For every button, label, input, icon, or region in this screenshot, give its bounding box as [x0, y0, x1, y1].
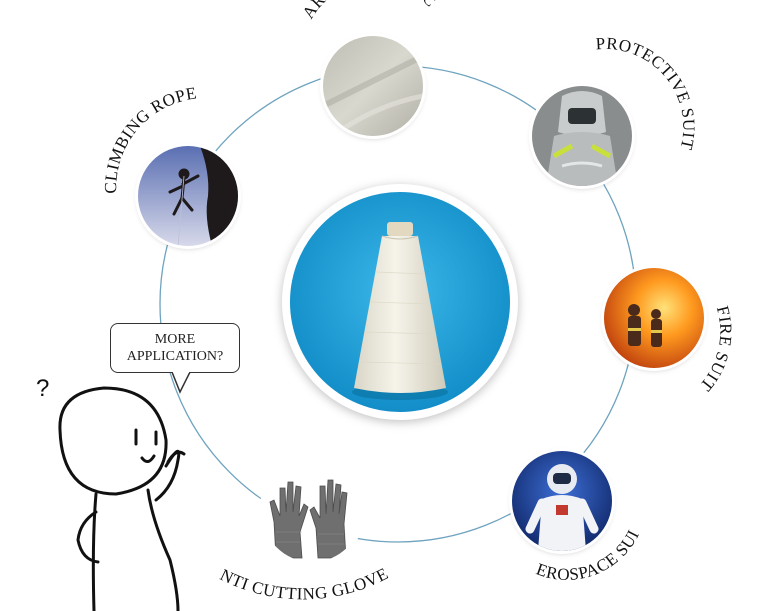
- climbing-rope-image: [138, 146, 238, 246]
- question-mark: ?: [36, 375, 49, 402]
- aramid-yarn-photo: [290, 192, 510, 412]
- protective-suit-image: [532, 86, 632, 186]
- aerospace-suit-image: [512, 451, 612, 551]
- knitted-gloves-icon: [262, 462, 362, 562]
- anti-cutting-gloves-image: [262, 462, 362, 562]
- speech-bubble: MORE APPLICATION?: [110, 323, 240, 373]
- silver-protective-suit-icon: [532, 86, 632, 186]
- speech-bubble-tail: [171, 372, 191, 394]
- rock-climber-icon: [138, 146, 238, 246]
- bubble-line-1: MORE: [154, 332, 196, 347]
- firefighters-icon: [604, 268, 704, 368]
- fire-suit-image: [604, 268, 704, 368]
- bubble-line-2: APPLICATION?: [126, 349, 224, 364]
- astronaut-icon: [512, 451, 612, 551]
